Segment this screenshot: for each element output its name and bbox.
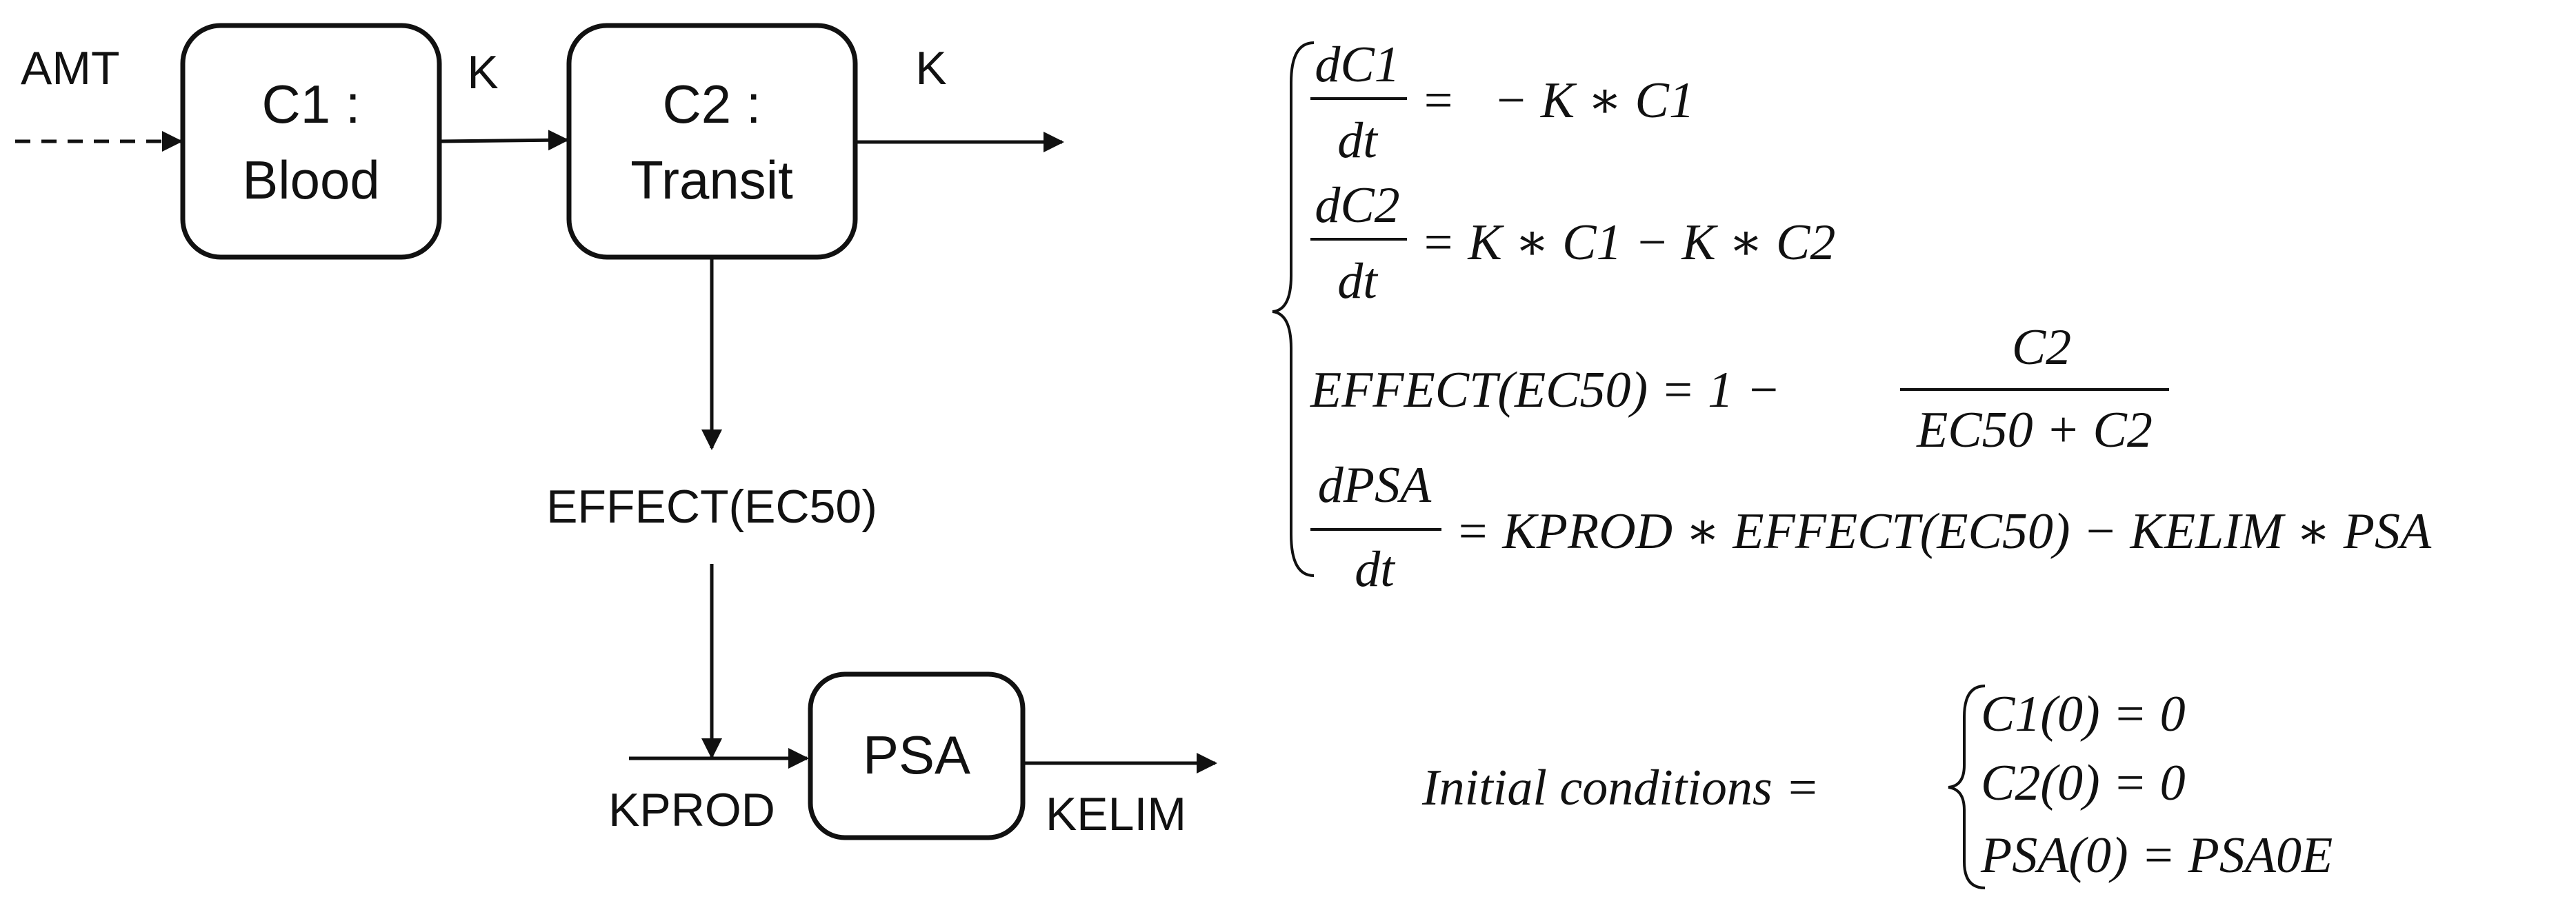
eq-effect-numerator: C2	[2012, 319, 2071, 376]
compartment-c2-transit	[566, 23, 858, 260]
psa-label: PSA	[863, 725, 970, 785]
k-transfer-label: K	[467, 46, 498, 99]
c2-label-line2: Transit	[630, 150, 793, 210]
kelim-label: KELIM	[1046, 788, 1186, 840]
eq-dc1-rhs: = − K ∗ C1	[1421, 72, 1695, 129]
compartment-psa	[808, 671, 1026, 840]
effect-label: EFFECT(EC50)	[546, 481, 877, 533]
eq-dpsa-denominator: dt	[1355, 541, 1396, 598]
compartment-c1-blood	[180, 23, 442, 260]
kprod-label: KPROD	[608, 784, 775, 836]
ic-c1: C1(0) = 0	[1981, 686, 2186, 742]
c1-label-line2: Blood	[242, 150, 380, 210]
eq-dc1-denominator: dt	[1337, 112, 1379, 169]
eq-effect-lhs: EFFECT(EC50) = 1 −	[1310, 362, 1781, 418]
eq-dc1-numerator: dC1	[1315, 37, 1399, 93]
k-elimination-label: K	[915, 42, 946, 94]
eq-dc2-rhs: = K ∗ C1 − K ∗ C2	[1421, 214, 1835, 271]
eq-effect-denominator: EC50 + C2	[1916, 402, 2153, 458]
amt-label: AMT	[21, 42, 120, 94]
c1-label-line1: C1 :	[261, 74, 360, 134]
initial-conditions-brace	[1948, 685, 1986, 889]
eq-dc2-numerator: dC2	[1315, 177, 1399, 234]
ic-c2: C2(0) = 0	[1981, 755, 2186, 811]
k-transfer-arrow	[439, 130, 569, 151]
ode-system-brace	[1272, 41, 1315, 577]
eq-dc2-denominator: dt	[1337, 253, 1379, 310]
c2-label-line1: C2 :	[662, 74, 761, 134]
initial-conditions-label: Initial conditions =	[1421, 760, 1819, 816]
eq-dpsa-numerator: dPSA	[1318, 457, 1432, 514]
eq-dpsa-rhs: = KPROD ∗ EFFECT(EC50) − KELIM ∗ PSA	[1455, 503, 2432, 560]
ic-psa: PSA(0) = PSA0E	[1980, 827, 2333, 884]
